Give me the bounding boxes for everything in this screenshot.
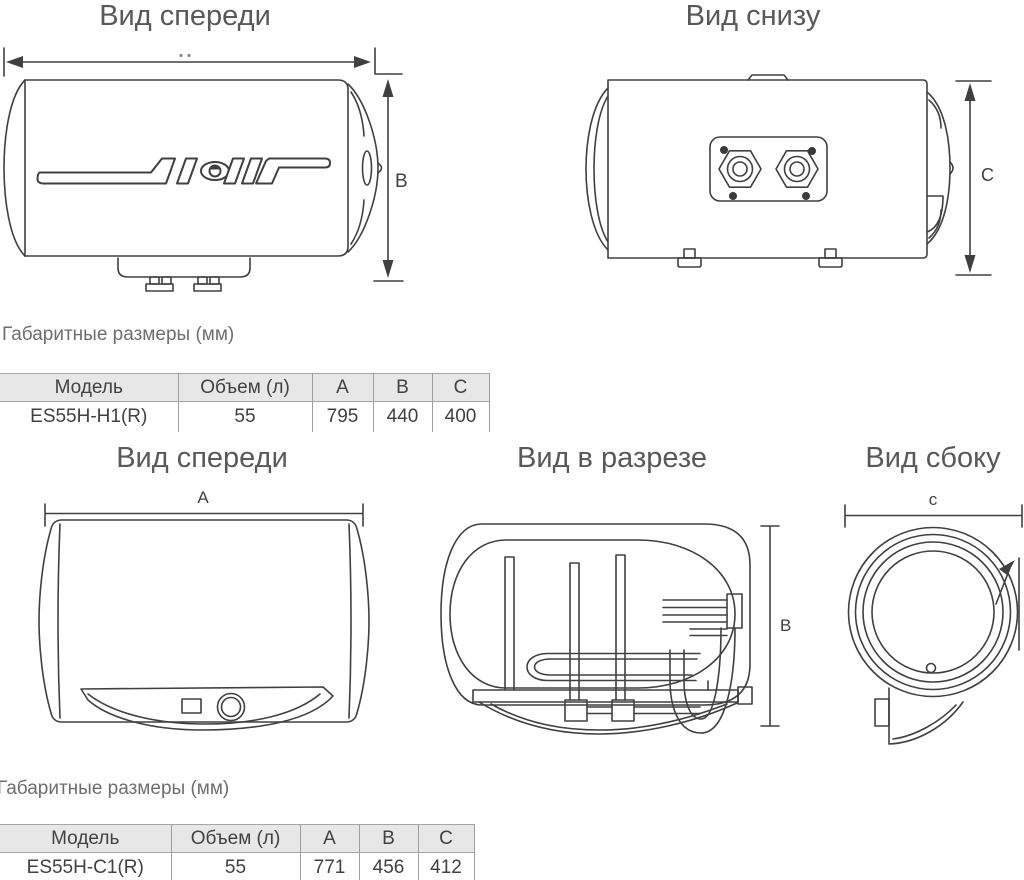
front-top-view-drawing xyxy=(3,47,404,292)
dimensions-heading-2: Габаритные размеры (мм) xyxy=(0,778,230,799)
cell-c: 412 xyxy=(418,852,475,880)
cell-c: 400 xyxy=(432,401,490,432)
table-header-row: Модель Объем (л) A B C xyxy=(0,373,490,402)
col-header-volume: Объем (л) xyxy=(178,373,313,402)
cell-model: ES55H-H1(R) xyxy=(0,401,179,432)
dim-label-c-top: C xyxy=(981,165,994,185)
table-header-row: Модель Объем (л) A B C xyxy=(0,824,475,853)
col-header-b: B xyxy=(373,373,433,402)
width-dimension-line xyxy=(44,503,364,527)
front-bottom-view-drawing xyxy=(38,503,370,731)
view-title-front-bottom: Вид спереди xyxy=(116,442,288,474)
height-dimension-arrow xyxy=(373,79,404,282)
dimensions-table-1: Модель Объем (л) A B C ES55H-H1(R) 55 79… xyxy=(0,373,490,432)
cell-volume: 55 xyxy=(171,852,301,880)
col-header-a: A xyxy=(300,824,360,853)
col-header-c: C xyxy=(432,373,490,402)
height-dimension-line xyxy=(760,525,780,727)
view-title-front-top: Вид спереди xyxy=(99,0,271,32)
side-view-drawing xyxy=(844,504,1023,745)
cell-volume: 55 xyxy=(178,401,313,432)
brand-logo xyxy=(36,157,331,185)
view-title-bottom: Вид снизу xyxy=(685,0,821,32)
control-knob xyxy=(216,692,246,722)
dimensions-heading-1: Габаритные размеры (мм) xyxy=(2,324,235,345)
display-window xyxy=(181,698,202,714)
dim-label-c-bottom: c xyxy=(929,490,938,509)
width-dimension-line xyxy=(844,504,1023,528)
cell-a: 771 xyxy=(300,852,360,880)
cell-model: ES55H-C1(R) xyxy=(0,852,172,880)
col-header-volume: Объем (л) xyxy=(171,824,301,853)
section-view-drawing xyxy=(440,523,780,735)
col-header-model: Модель xyxy=(0,373,179,402)
col-header-model: Модель xyxy=(0,824,172,853)
bottom-view-drawing xyxy=(585,74,992,276)
dimensions-table-2: Модель Объем (л) A B C ES55H-C1(R) 55 77… xyxy=(0,824,475,880)
col-header-a: A xyxy=(312,373,374,402)
dim-label-a-bottom: A xyxy=(197,488,209,507)
connection-plate xyxy=(709,136,828,202)
depth-dimension-arrow xyxy=(955,80,992,276)
col-header-c: C xyxy=(418,824,475,853)
table-row: ES55H-C1(R) 55 771 456 412 xyxy=(0,852,475,880)
control-panel xyxy=(80,686,334,731)
dim-label-b-bottom: B xyxy=(780,616,791,635)
cell-b: 440 xyxy=(373,401,433,432)
col-header-b: B xyxy=(359,824,419,853)
cell-a: 795 xyxy=(312,401,374,432)
view-title-section: Вид в разрезе xyxy=(517,442,707,474)
cell-b: 456 xyxy=(359,852,419,880)
width-dimension-arrow xyxy=(3,47,403,77)
dim-label-b-top: B xyxy=(395,171,408,192)
table-row: ES55H-H1(R) 55 795 440 400 xyxy=(0,401,490,432)
view-title-side: Вид сбоку xyxy=(865,442,1001,474)
